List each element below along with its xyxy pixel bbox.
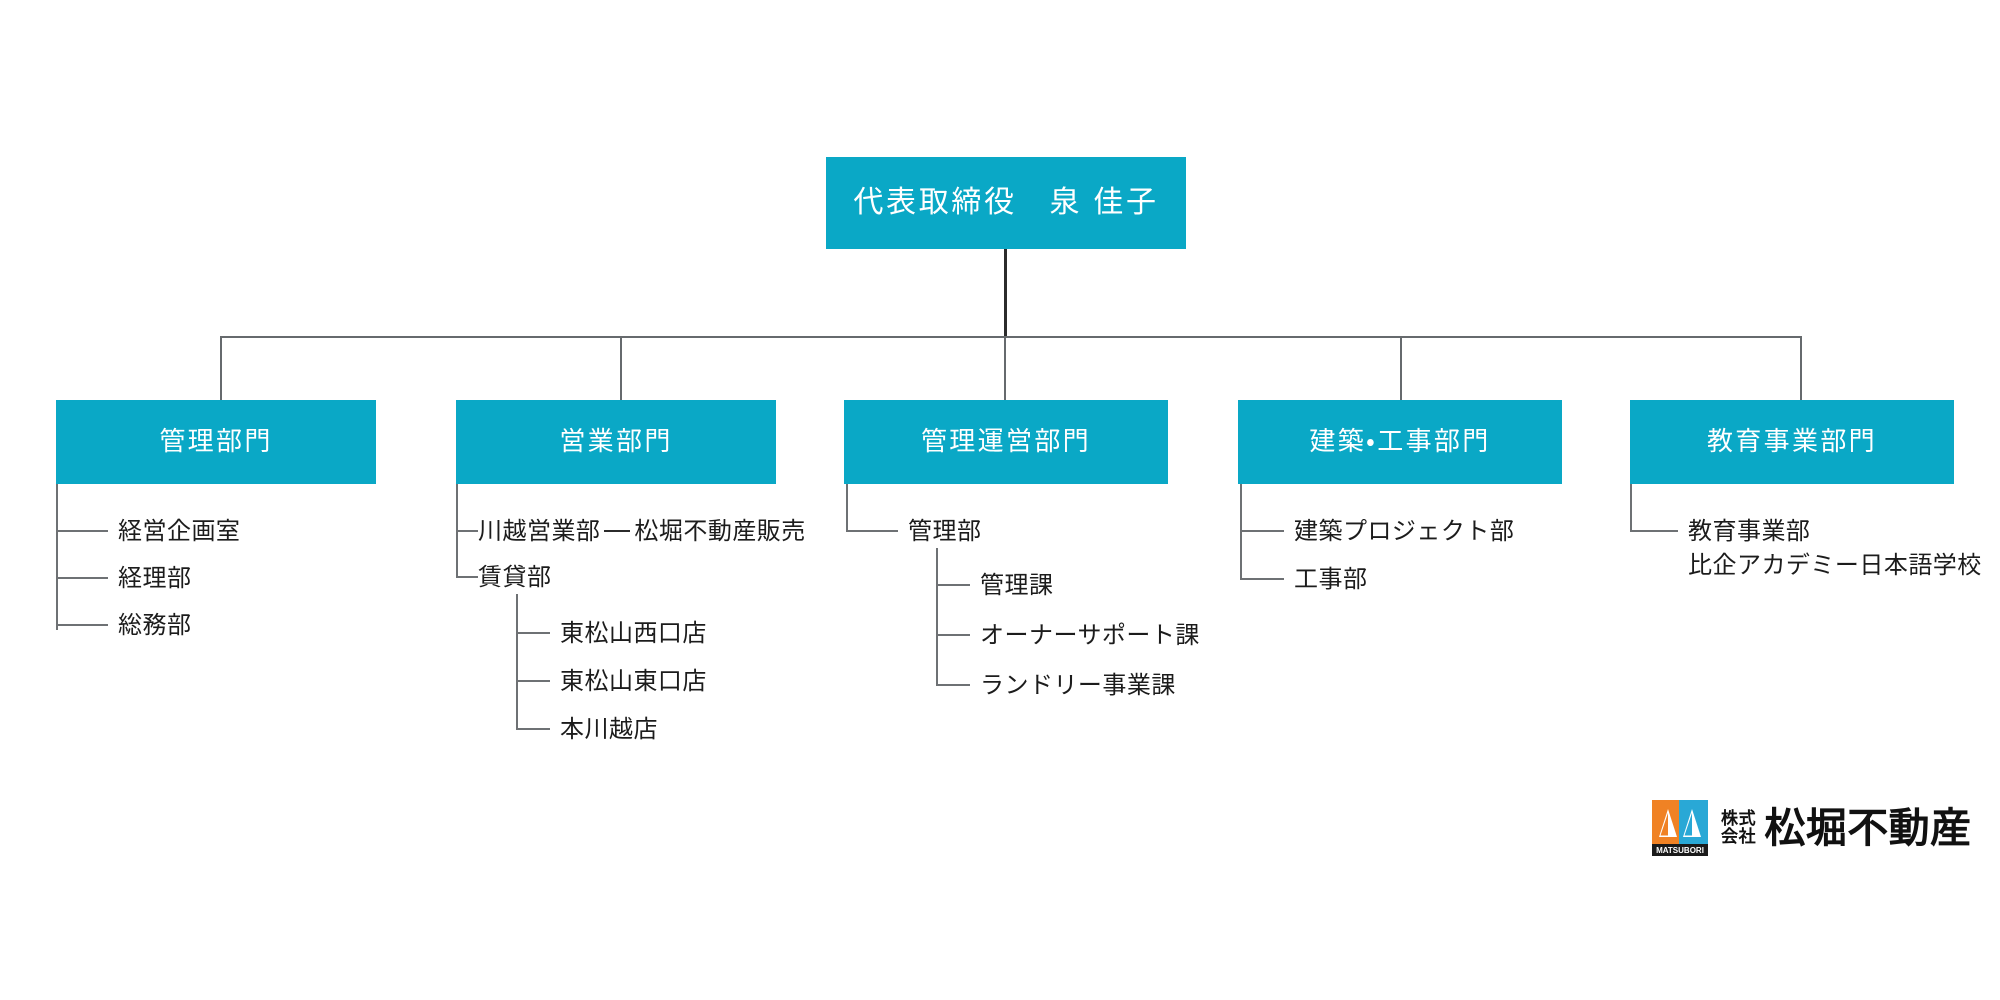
subtree-branch-dept-1-2 xyxy=(56,577,108,579)
subtree-branch-dept-1-3 xyxy=(56,624,108,626)
node-department-kanri-unei[interactable]: 管理運営部門 xyxy=(844,400,1168,484)
subtree-branch-dept-4-1 xyxy=(1240,530,1284,532)
logo-company-name: 松堀不動産 xyxy=(1764,804,1972,851)
grandchild-branch-dept-3-2 xyxy=(936,634,970,636)
subtree-branch-dept-1-1 xyxy=(56,530,108,532)
node-kyoiku-jigyo-bu[interactable]: 教育事業部 xyxy=(1688,518,1811,545)
drop-line-dept-5 xyxy=(1800,336,1802,400)
department-bus-line xyxy=(220,336,1802,338)
node-higashimatsuyama-nishiguchi[interactable]: 東松山西口店 xyxy=(560,620,707,647)
subtree-branch-dept-2-2 xyxy=(456,576,478,578)
drop-line-dept-3 xyxy=(1004,336,1006,400)
node-department-kyoiku[interactable]: 教育事業部門 xyxy=(1630,400,1954,484)
node-matsubori-hanbai-label: 松堀不動産販売 xyxy=(634,518,806,545)
logo-prefix-line2: 会社 xyxy=(1721,827,1757,846)
node-representative-director[interactable]: 代表取締役 泉 佳子 xyxy=(826,157,1186,249)
matsubori-mark-icon: MATSUBORI xyxy=(1652,800,1708,856)
grandchild-branch-dept-3-3 xyxy=(936,684,970,686)
logo-prefix-line1: 株式 xyxy=(1721,808,1757,828)
logo-wordmark: 株式 会社 松堀不動産 xyxy=(1721,804,1972,851)
node-department-kanri[interactable]: 管理部門 xyxy=(56,400,376,484)
grandchild-spine-dept-2 xyxy=(516,594,518,730)
subtree-spine-dept-1 xyxy=(56,484,58,630)
node-kawagoe-eigyobu-label: 川越営業部 xyxy=(478,518,601,545)
node-department-eigyo[interactable]: 営業部門 xyxy=(456,400,776,484)
node-chintai-bu[interactable]: 賃貸部 xyxy=(478,564,552,591)
inline-connector-dash xyxy=(604,529,631,532)
node-somu-bu[interactable]: 総務部 xyxy=(118,612,192,639)
node-kanri-bu[interactable]: 管理部 xyxy=(908,518,982,545)
node-higashimatsuyama-higashiguchi[interactable]: 東松山東口店 xyxy=(560,668,707,695)
subtree-spine-dept-4 xyxy=(1240,484,1242,580)
grandchild-branch-dept-2-3 xyxy=(516,728,550,730)
root-stem-line xyxy=(1004,249,1007,337)
subtree-spine-dept-3 xyxy=(846,484,848,532)
matsubori-mark-caption: MATSUBORI xyxy=(1656,846,1704,855)
node-kanri-ka[interactable]: 管理課 xyxy=(980,572,1054,599)
node-kawagoe-eigyobu-row[interactable]: 川越営業部 松堀不動産販売 xyxy=(478,516,806,548)
subtree-spine-dept-5 xyxy=(1630,484,1632,532)
grandchild-branch-dept-2-1 xyxy=(516,632,550,634)
node-department-kenchiku-koji[interactable]: 建築・工事部門 xyxy=(1238,400,1562,484)
logo-kabushikigaisha: 株式 会社 xyxy=(1721,808,1757,847)
node-keiri-bu[interactable]: 経理部 xyxy=(118,565,192,592)
node-koji-bu[interactable]: 工事部 xyxy=(1294,566,1368,593)
drop-line-dept-1 xyxy=(220,336,222,400)
grandchild-spine-dept-3 xyxy=(936,548,938,686)
node-keiei-kikakushitsu[interactable]: 経営企画室 xyxy=(118,518,241,545)
company-logo: MATSUBORI 株式 会社 松堀不動産 xyxy=(1652,800,1971,856)
subtree-branch-dept-3-1 xyxy=(846,530,898,532)
subtree-branch-dept-5-1 xyxy=(1630,530,1678,532)
grandchild-branch-dept-3-1 xyxy=(936,584,970,586)
node-laundry-jigyo-ka[interactable]: ランドリー事業課 xyxy=(980,672,1176,699)
node-kenchiku-project-bu[interactable]: 建築プロジェクト部 xyxy=(1294,518,1515,545)
drop-line-dept-2 xyxy=(620,336,622,400)
grandchild-branch-dept-2-2 xyxy=(516,680,550,682)
subtree-spine-dept-2 xyxy=(456,484,458,578)
subtree-branch-dept-2-1 xyxy=(456,530,478,532)
drop-line-dept-4 xyxy=(1400,336,1402,400)
subtree-branch-dept-4-2 xyxy=(1240,578,1284,580)
node-honkawagoe[interactable]: 本川越店 xyxy=(560,716,658,743)
node-owner-support-ka[interactable]: オーナーサポート課 xyxy=(980,622,1200,649)
node-hiki-academy[interactable]: 比企アカデミー日本語学校 xyxy=(1688,552,1982,579)
